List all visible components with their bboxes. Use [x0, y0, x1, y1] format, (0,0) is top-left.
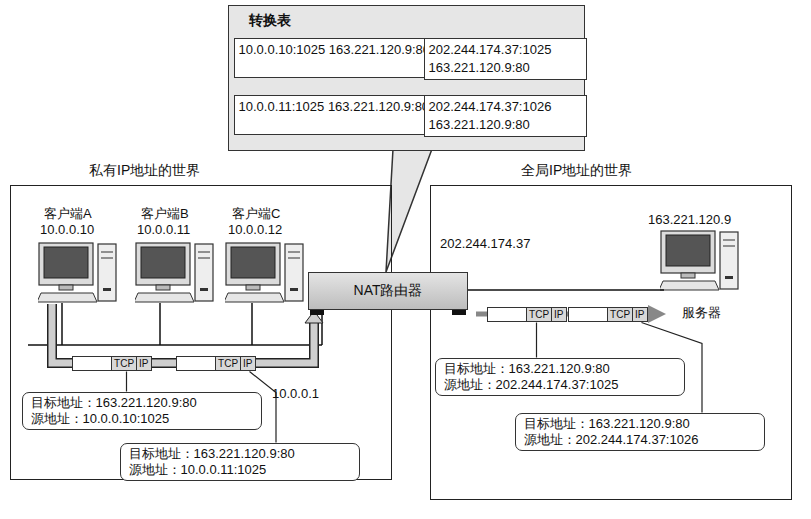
address-label: 客户端B	[141, 205, 189, 223]
packet-text: TCP	[526, 308, 551, 321]
leader-line	[126, 372, 127, 392]
region-box: 全局IP地址的世界TCPIPTCPIP目标地址：163.221.120.9:80…	[430, 185, 792, 500]
packet-flow-pipe	[52, 304, 323, 363]
table-text: 转换表	[249, 12, 291, 30]
packet-payload	[73, 357, 112, 370]
entry-box: 202.244.174.37:1025 163.221.120.9:80	[424, 38, 587, 80]
info-text: 源地址：10.0.0.11:1025	[129, 462, 351, 478]
table-box: 转换表10.0.0.10:1025 163.221.120.9:80202.24…	[228, 5, 585, 151]
entry-box: 10.0.0.10:1025 163.221.120.9:80	[234, 38, 438, 78]
packet-text: IP	[240, 357, 254, 370]
entry-text: 10.0.0.10:1025 163.221.120.9:80	[239, 42, 431, 57]
client-b-computer	[134, 243, 213, 302]
packet-flow-arrow	[476, 305, 666, 323]
packet-text: TCP	[607, 308, 632, 321]
info-box: 目标地址：163.221.120.9:80源地址：202.244.174.37:…	[515, 413, 765, 451]
address-label: 10.0.0.11	[137, 222, 190, 237]
packet-box: TCPIP	[72, 356, 152, 371]
address-label: 10.0.0.12	[228, 222, 282, 237]
entry-text: 202.244.174.37:1026 163.221.120.9:80	[429, 99, 552, 132]
info-box: 目标地址：163.221.120.9:80源地址：10.0.0.11:1025	[120, 443, 360, 481]
packet-text: IP	[136, 357, 150, 370]
packet-text: TCP	[215, 357, 240, 370]
leader-line	[536, 323, 537, 358]
server-computer	[659, 231, 738, 290]
info-text: 目标地址：163.221.120.9:80	[524, 416, 756, 432]
router-box: NAT路由器	[308, 272, 468, 310]
region-text: 私有IP地址的世界	[89, 162, 200, 180]
entry-box: 10.0.0.11:1025 163.221.120.9:80	[234, 95, 437, 135]
address-label: 10.0.0.10	[40, 222, 94, 237]
packet-box: TCPIP	[568, 307, 648, 322]
address-label: 202.244.174.37	[440, 236, 530, 251]
entry-text: 10.0.0.11:1025 163.221.120.9:80	[239, 99, 430, 114]
entry-box: 202.244.174.37:1026 163.221.120.9:80	[424, 95, 587, 137]
packet-text: TCP	[111, 357, 136, 370]
region-text: 全局IP地址的世界	[521, 162, 632, 180]
info-text: 目标地址：163.221.120.9:80	[444, 361, 676, 377]
packet-text: IP	[632, 308, 646, 321]
packet-box: TCPIP	[176, 356, 256, 371]
client-c-computer	[224, 243, 303, 302]
callout-pointer	[386, 149, 432, 272]
packet-payload	[177, 357, 216, 370]
packet-text: IP	[551, 308, 565, 321]
address-label: 服务器	[682, 304, 721, 322]
address-label: 10.0.0.1	[272, 386, 319, 401]
info-text: 源地址：10.0.0.10:1025	[31, 411, 253, 427]
address-label: 客户端C	[232, 205, 280, 223]
address-label: 163.221.120.9	[648, 212, 731, 227]
client-a-computer	[37, 243, 116, 302]
info-text: 源地址：202.244.174.37:1026	[524, 432, 756, 448]
info-text: 目标地址：163.221.120.9:80	[129, 446, 351, 462]
address-label: 客户端A	[44, 205, 92, 223]
info-box: 目标地址：163.221.120.9:80源地址：10.0.0.10:1025	[22, 392, 262, 430]
packet-payload	[569, 308, 608, 321]
router-text: NAT路由器	[354, 282, 423, 298]
info-text: 目标地址：163.221.120.9:80	[31, 395, 253, 411]
info-text: 源地址：202.244.174.37:1025	[444, 377, 676, 393]
packet-payload	[488, 308, 527, 321]
entry-text: 202.244.174.37:1025 163.221.120.9:80	[429, 42, 552, 75]
packet-box: TCPIP	[487, 307, 567, 322]
info-box: 目标地址：163.221.120.9:80源地址：202.244.174.37:…	[435, 358, 685, 396]
